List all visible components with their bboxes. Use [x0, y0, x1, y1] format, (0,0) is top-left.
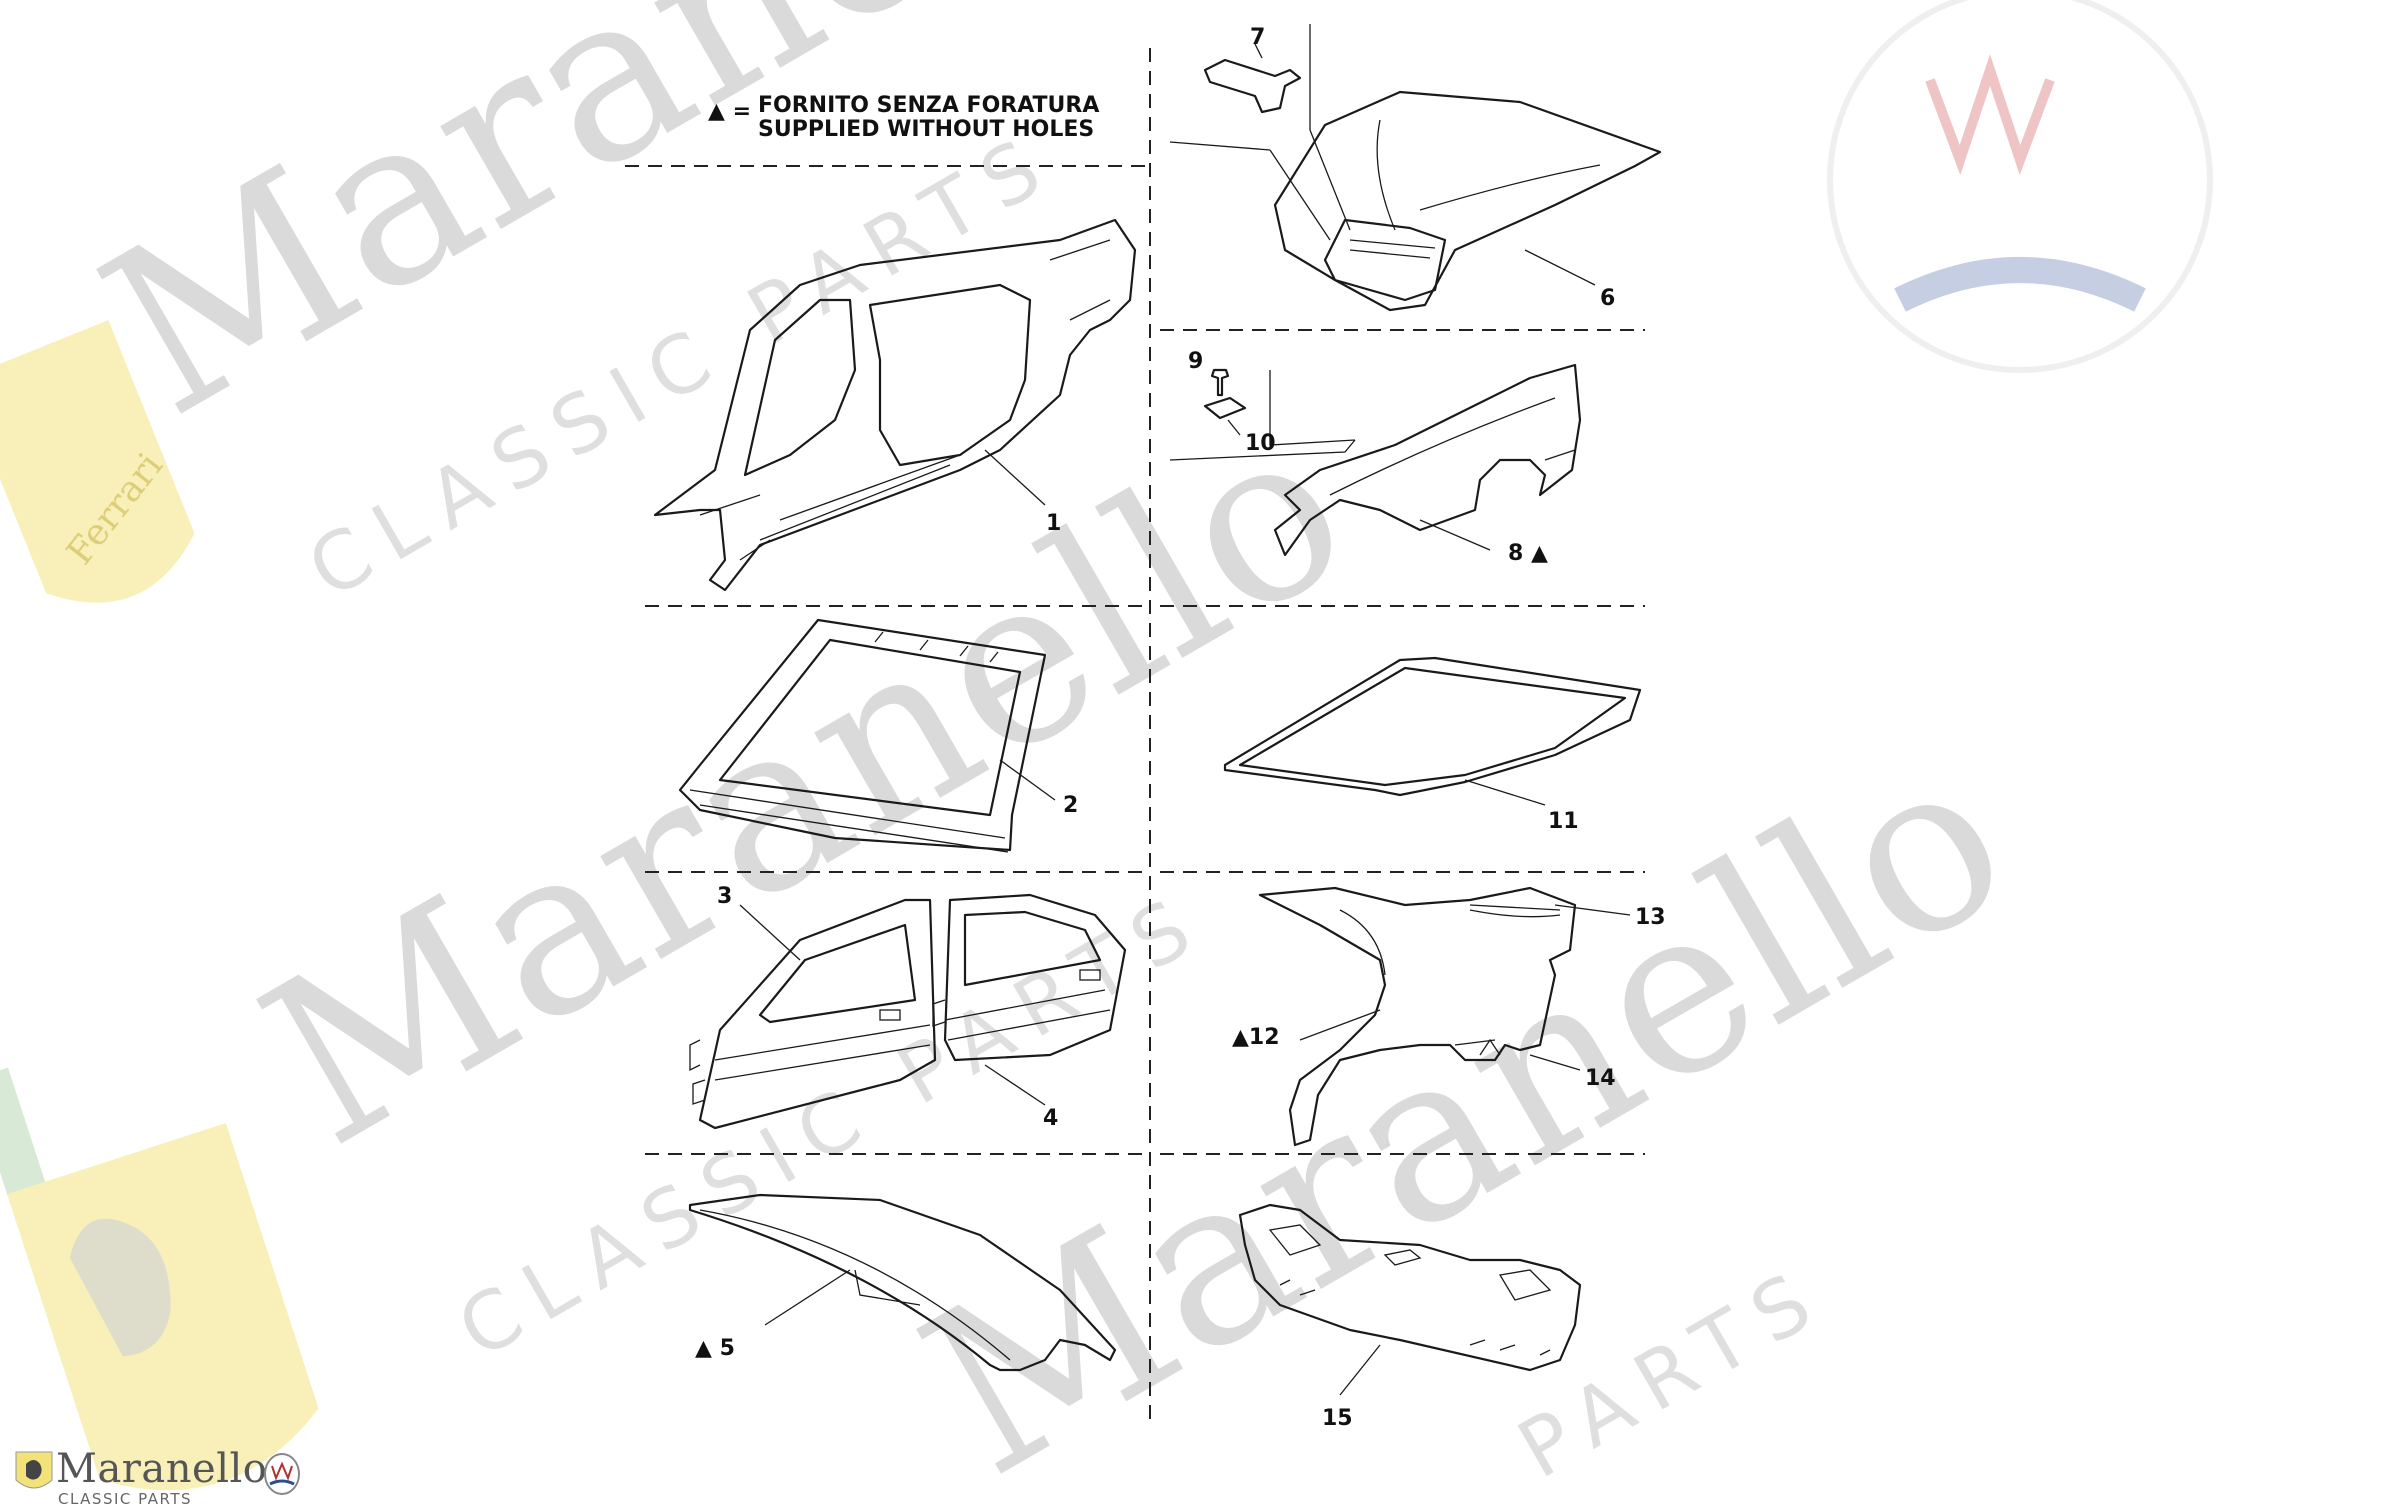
ferrari-shield-bottom — [0, 1067, 319, 1491]
callout-3: 3 — [717, 884, 732, 909]
legend: ▲ = FORNITO SENZA FORATURA SUPPLIED WITH… — [708, 93, 1099, 142]
callout-13: 13 — [1635, 905, 1666, 930]
callout-9: 9 — [1188, 349, 1203, 374]
part-10-plate: 10 — [1203, 396, 1276, 456]
grid-separators — [625, 48, 1645, 1420]
legend-symbol: ▲ = — [708, 99, 751, 124]
part-6-bonnet: 6 — [1273, 90, 1662, 312]
callout-5: ▲ 5 — [695, 1336, 735, 1361]
part-1-body-side: 1 — [653, 218, 1137, 592]
callout-8: 8 ▲ — [1508, 541, 1548, 566]
callout-6: 6 — [1600, 286, 1615, 311]
legend-line-it: FORNITO SENZA FORATURA — [758, 93, 1099, 118]
part-7-bracket: 7 — [1169, 24, 1351, 241]
legend-line-en: SUPPLIED WITHOUT HOLES — [758, 117, 1094, 142]
part-12-rear-quarter: ▲12 13 14 — [1232, 886, 1666, 1147]
callout-11: 11 — [1548, 809, 1579, 834]
ferrari-shield-top: Ferrari — [0, 320, 195, 603]
callout-12: ▲12 — [1232, 1025, 1280, 1050]
maserati-seal — [1827, 0, 2213, 373]
watermark-layer: Ferrari Maranello CLASSIC PARTS Maranell… — [0, 0, 2213, 1510]
watermark-sub-3: PARTS — [1503, 1247, 1842, 1496]
part-8-front-wing: 8 ▲ — [1169, 363, 1582, 566]
callout-4: 4 — [1043, 1106, 1058, 1131]
part-5-roof-panel: ▲ 5 — [688, 1193, 1117, 1372]
callout-7: 7 — [1250, 25, 1265, 50]
footer-brand-name: Maranello — [56, 1446, 268, 1492]
part-15-rear-panel: 15 — [1238, 1203, 1582, 1431]
part-2-windscreen-frame: 2 — [678, 618, 1078, 853]
footer-brand-sub: CLASSIC PARTS — [58, 1490, 193, 1508]
callout-15: 15 — [1322, 1406, 1353, 1431]
callout-2: 2 — [1063, 793, 1078, 818]
part-4-rear-door: 4 — [932, 893, 1127, 1131]
watermark-text-3: Maranello — [884, 702, 2048, 1510]
callout-1: 1 — [1046, 511, 1061, 536]
callout-10: 10 — [1245, 431, 1276, 456]
part-9-pin: 9 — [1188, 349, 1230, 397]
callout-14: 14 — [1585, 1066, 1616, 1091]
part-11-rear-window-frame: 11 — [1223, 656, 1642, 834]
part-3-front-door: 3 — [689, 884, 937, 1130]
